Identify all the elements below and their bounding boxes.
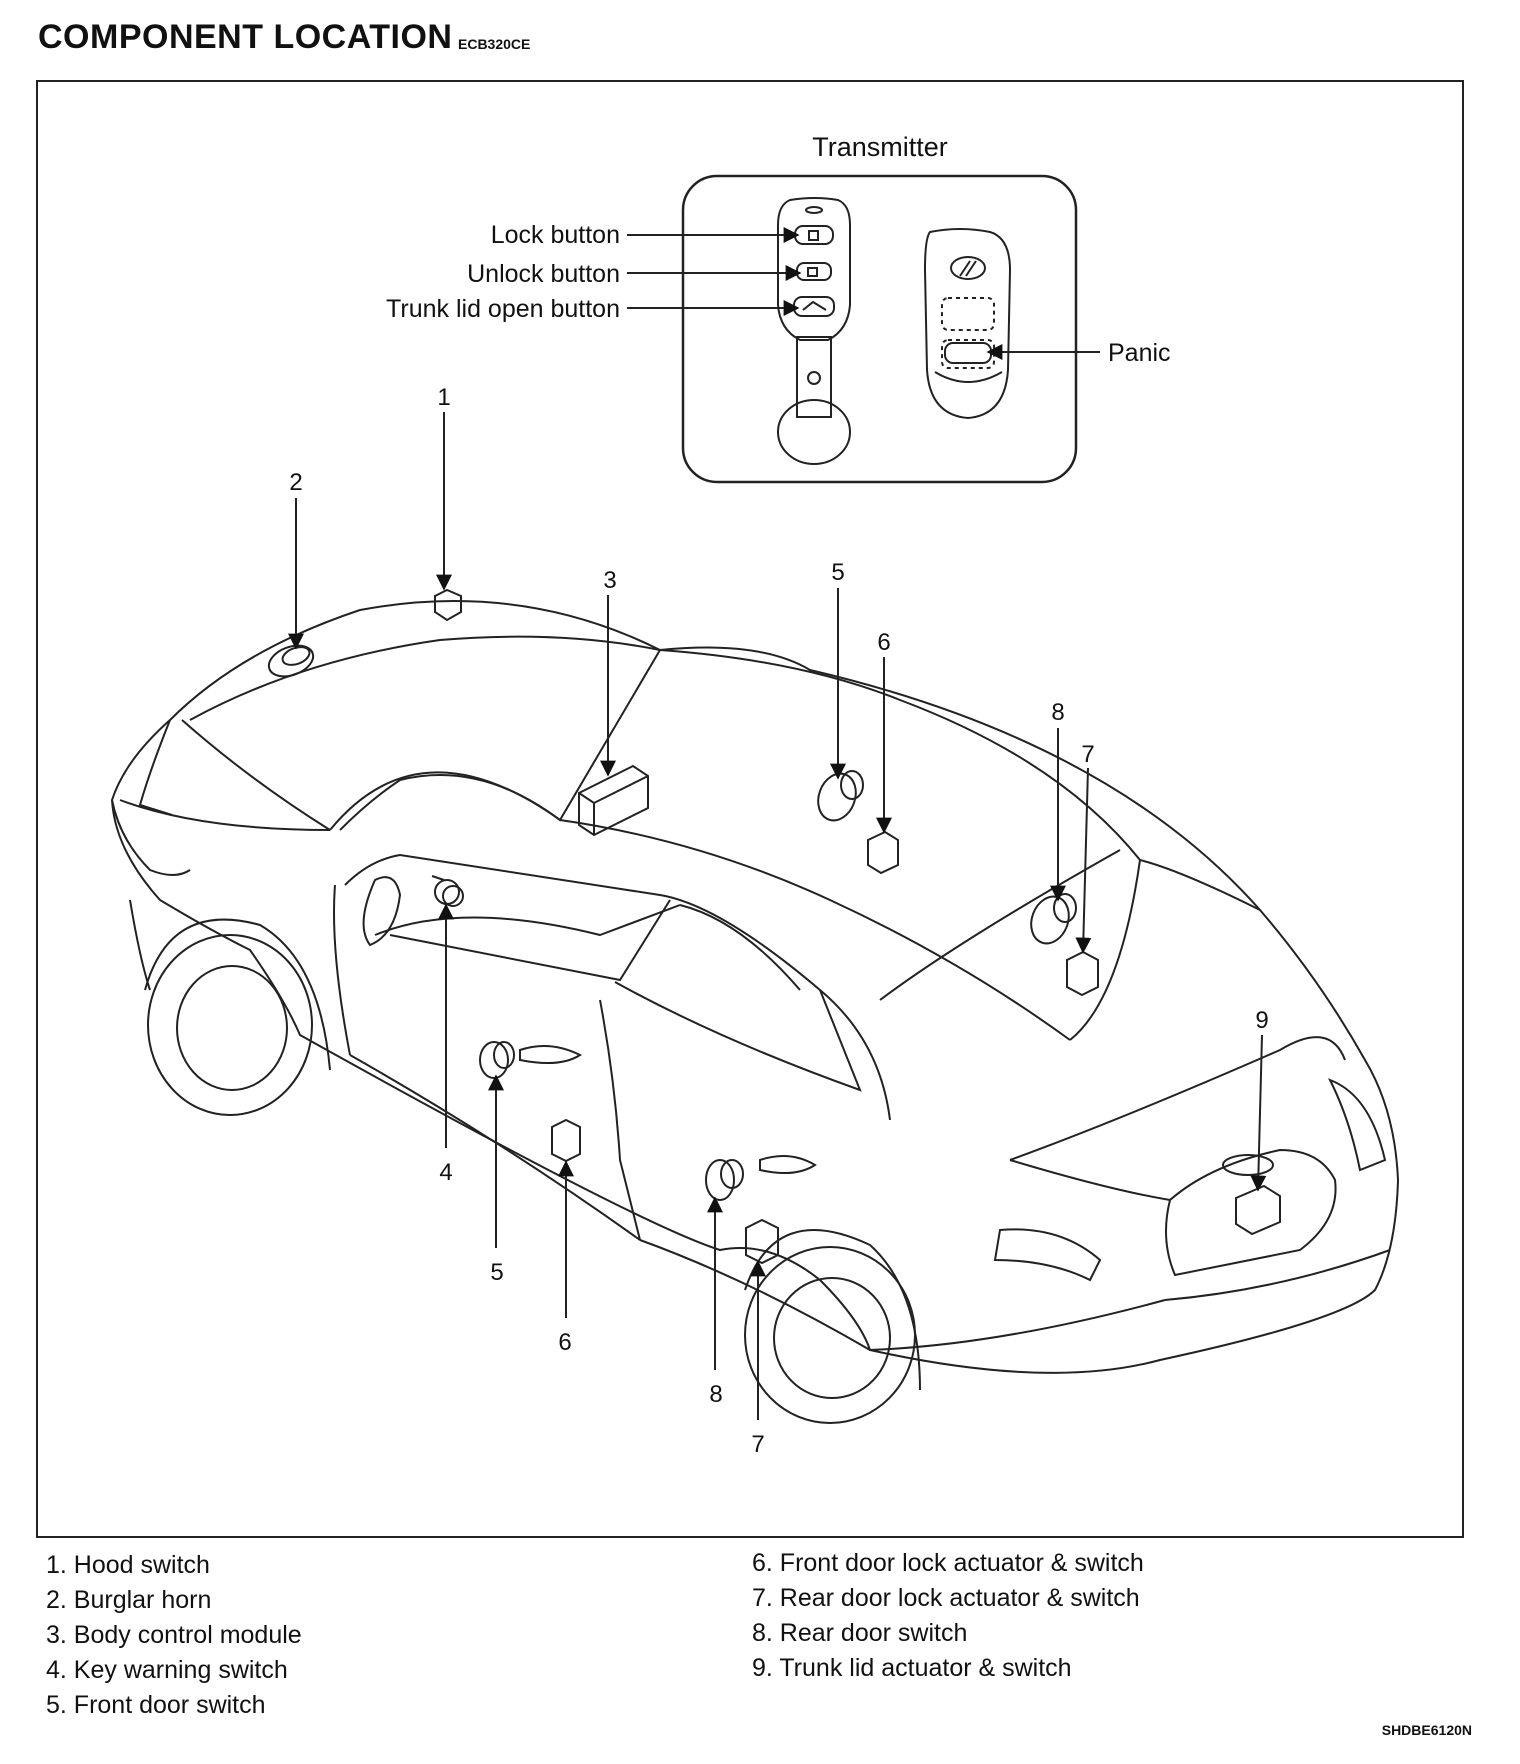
callout-2: 2 (289, 469, 302, 496)
callout-8-bottom: 8 (709, 1381, 722, 1408)
legend-item: 4. Key warning switch (46, 1656, 288, 1684)
legend-item: 9. Trunk lid actuator & switch (752, 1654, 1072, 1682)
transmitter-frame (681, 174, 1078, 484)
legend-item: 3. Body control module (46, 1621, 302, 1649)
car-outline (110, 600, 1400, 1424)
callout-5-top: 5 (831, 559, 844, 586)
unlock-button-label: Unlock button (467, 260, 620, 288)
hyundai-logo-icon (950, 256, 986, 280)
rear-door-lock-actuator-view-b (745, 1218, 779, 1265)
unlock-glyph-icon (796, 262, 832, 281)
callout-1: 1 (437, 384, 450, 411)
callout-6-top: 6 (877, 629, 890, 656)
legend-item: 1. Hood switch (46, 1551, 210, 1579)
body-control-module (578, 764, 649, 837)
hood-switch (434, 588, 462, 622)
component-diagram: Transmitter Lock button Unlock button Tr… (110, 132, 1400, 1458)
callout-5-bottom: 5 (490, 1259, 503, 1286)
callout-3: 3 (603, 567, 616, 594)
callout-7-bottom: 7 (751, 1431, 764, 1458)
trunk-lid-open-button-label: Trunk lid open button (386, 295, 620, 323)
legend-left: 1. Hood switch 2. Burglar horn 3. Body c… (46, 1548, 302, 1723)
rear-door-switch-view-b (705, 1159, 744, 1201)
rear-door-lock-actuator-view-a (1066, 950, 1099, 997)
lock-button-label: Lock button (491, 221, 620, 249)
trunk-lid-actuator (1235, 1184, 1281, 1236)
callout-8-top: 8 (1051, 699, 1064, 726)
page-title: COMPONENT LOCATION (38, 18, 453, 56)
figure-code: SHDBE6120N (1381, 1722, 1472, 1738)
transmitter-title: Transmitter (812, 132, 948, 162)
legend-item: 5. Front door switch (46, 1691, 266, 1719)
trunk-glyph-icon (793, 296, 835, 317)
legend-item: 6. Front door lock actuator & switch (752, 1549, 1144, 1577)
callout-7-top: 7 (1081, 741, 1094, 768)
key-warning-switch (431, 875, 464, 907)
front-door-lock-actuator-view-a (867, 830, 899, 875)
callout-4: 4 (439, 1159, 452, 1186)
legend-item: 7. Rear door lock actuator & switch (752, 1584, 1140, 1612)
front-door-switch-view-b (479, 1041, 515, 1079)
front-door-lock-actuator-view-b (551, 1118, 581, 1163)
lock-glyph-icon (794, 225, 834, 245)
key-fob-back (923, 228, 1012, 420)
callout-6-bottom: 6 (558, 1329, 571, 1356)
panic-button-label: Panic (1108, 339, 1171, 367)
callout-9: 9 (1255, 1007, 1268, 1034)
figure-frame (36, 80, 1464, 1538)
key-fob-front (777, 197, 851, 465)
legend-item: 8. Rear door switch (752, 1619, 968, 1647)
legend-right: 6. Front door lock actuator & switch 7. … (752, 1546, 1144, 1686)
document-code: ECB320CE (458, 36, 531, 52)
legend-item: 2. Burglar horn (46, 1586, 212, 1614)
